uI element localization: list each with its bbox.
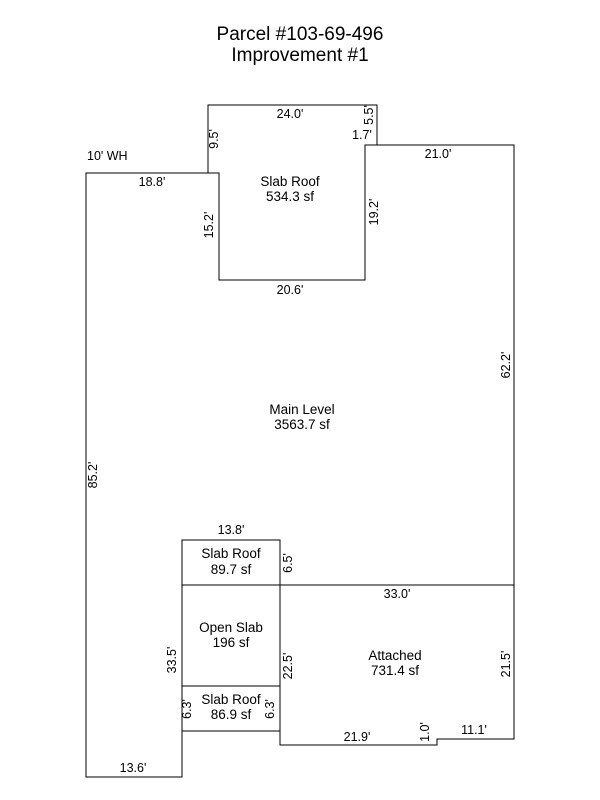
- title-block: Parcel #103-69-496 Improvement #1: [0, 24, 600, 66]
- dimension-label: 5.5': [362, 105, 376, 125]
- dimension-label: 21.5': [499, 651, 513, 678]
- main-level-outline: [85, 144, 515, 778]
- attached-area: 731.4 sf: [371, 663, 419, 678]
- main-level-name: Main Level: [269, 402, 334, 417]
- attached-name: Attached: [368, 648, 421, 663]
- dimension-label: 6.3': [180, 699, 194, 719]
- dimension-label: 6.3': [263, 699, 277, 719]
- slab-roof-low-area: 86.9 sf: [211, 707, 252, 722]
- dimension-label: 21.9': [344, 730, 371, 744]
- main-level-area: 3563.7 sf: [274, 417, 330, 432]
- dimension-label: 6.5': [281, 553, 295, 573]
- slab-roof-mid-name: Slab Roof: [201, 546, 261, 561]
- dimension-label: 62.2': [499, 352, 513, 379]
- dimension-label: 18.8': [139, 175, 166, 189]
- dimension-label: 13.8': [218, 523, 245, 537]
- slab-roof-low-name: Slab Roof: [201, 692, 261, 707]
- dimension-label: 9.5': [207, 129, 221, 149]
- open-slab-area: 196 sf: [213, 635, 250, 650]
- dimension-label: 20.6': [277, 283, 304, 297]
- dimension-label: 85.2': [86, 462, 100, 489]
- dimension-label: 19.2': [367, 199, 381, 226]
- dimension-label: 13.6': [120, 761, 147, 775]
- improvement-title: Improvement #1: [231, 45, 369, 66]
- parcel-title: Parcel #103-69-496: [216, 24, 384, 45]
- dimension-label: 21.0': [425, 147, 452, 161]
- water-heater-label: 10' WH: [87, 149, 128, 163]
- attached-outline: [279, 584, 515, 746]
- dimension-label: 24.0': [277, 107, 304, 121]
- dimension-label: 1.7': [352, 128, 372, 142]
- slab-roof-top-outline: [207, 104, 378, 281]
- dimension-label: 11.1': [461, 723, 487, 737]
- dimension-label: 33.0': [384, 587, 411, 601]
- dimension-label: 15.2': [202, 212, 216, 239]
- slab-roof-top-area: 534.3 sf: [266, 189, 314, 204]
- dimension-label: 1.0': [418, 722, 432, 742]
- slab-roof-mid-area: 89.7 sf: [211, 562, 252, 577]
- open-slab-name: Open Slab: [199, 620, 263, 635]
- dimension-label: 22.5': [281, 653, 295, 680]
- dimension-label: 33.5': [165, 647, 179, 674]
- slab-roof-top-name: Slab Roof: [260, 174, 320, 189]
